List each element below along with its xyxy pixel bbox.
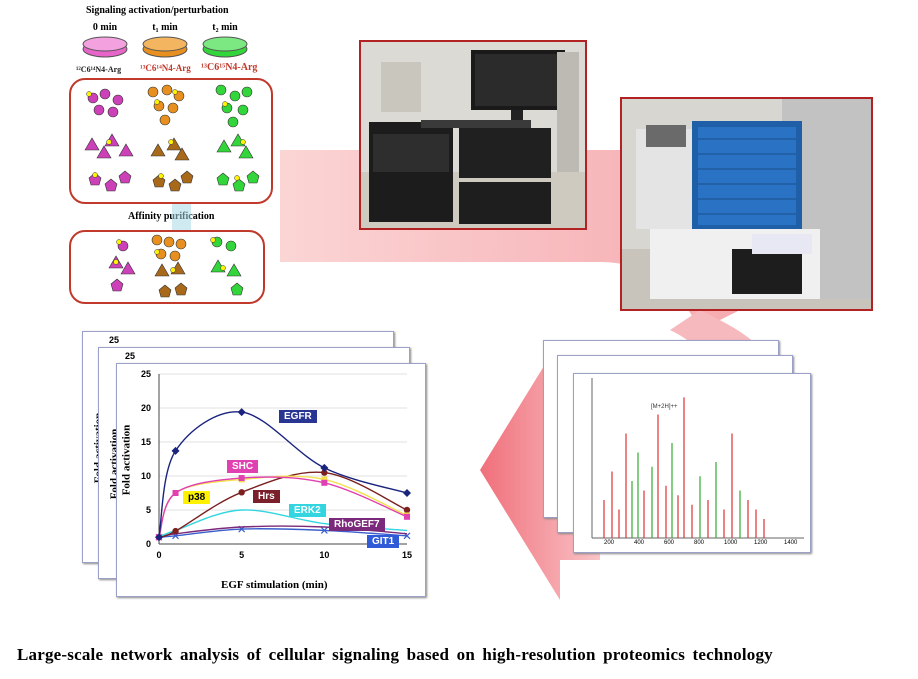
back-ytick: 25: [109, 335, 120, 345]
data-point-SHC: [238, 475, 245, 482]
chart-frame-front: 0 5 10 15 20 25 0 5 10 15 Fold activation EGF sti…: [116, 363, 426, 597]
isotope-label-heavy: ¹³C6¹⁵N4-Arg: [201, 62, 258, 73]
series-label-p38: p38: [183, 491, 211, 504]
data-point-EGFR: [155, 533, 163, 542]
lc-instrument-photo: [359, 40, 587, 230]
chart-ylabel: Fold activation: [120, 424, 133, 496]
y-tick-label: 25: [141, 369, 151, 379]
spectrum-xtick: 1200: [754, 540, 768, 546]
data-point-SHC: [404, 513, 410, 520]
series-label-ERK2: ERK2: [289, 504, 326, 517]
data-point-Hrs: [172, 527, 179, 535]
dish-time: t₂ min: [212, 22, 238, 33]
x-tick-label: 5: [239, 550, 244, 560]
series-label-RhoGEF7: RhoGEF7: [329, 518, 385, 531]
y-tick-label: 20: [141, 403, 151, 413]
data-point-Hrs: [238, 489, 245, 496]
dish-time: 0 min: [92, 22, 118, 33]
dish-0: 0 min: [80, 22, 130, 64]
series-label-SHC: SHC: [227, 460, 259, 473]
series-label-EGFR: EGFR: [279, 410, 317, 423]
mid-ytick: 25: [125, 351, 136, 361]
ms-ms-spectrum: [591, 378, 804, 539]
x-tick-label: 10: [319, 550, 329, 560]
affinity-label: Affinity purification: [128, 211, 214, 222]
data-point-SHC: [321, 479, 328, 486]
series-line-GIT1: [158, 528, 408, 538]
isotope-label-medium: ¹³C6¹⁴N4-Arg: [140, 63, 191, 73]
figure-caption: Large-scale network analysis of cellular…: [17, 645, 773, 664]
lc-instrument-illustration: [361, 42, 585, 228]
x-tick-label: 15: [402, 550, 412, 560]
series-label-GIT1: GIT1: [367, 535, 400, 548]
dish-1: t₁ min: [140, 22, 190, 64]
spectrum-xtick: 600: [664, 540, 675, 546]
spectrum-precursor-label: [M+2H]++: [651, 404, 678, 410]
data-point-EGFR: [171, 446, 180, 455]
data-point-Hrs: [321, 469, 328, 476]
data-point-p38: [321, 476, 328, 483]
data-point-SHC: [172, 490, 179, 496]
spectrum-xtick: 1000: [724, 540, 738, 546]
y-tick-label: 5: [146, 505, 151, 515]
dish-time: t₁ min: [152, 22, 178, 33]
chart-xlabel: EGF stimulation (min): [221, 579, 328, 591]
series-line-SHC: [158, 476, 408, 538]
data-point-GIT1: [320, 526, 328, 534]
data-point-EGFR: [320, 463, 329, 472]
spectrum-xtick: 1400: [784, 540, 798, 546]
spectrum-xtick: 800: [694, 540, 705, 546]
data-point-Hrs: [403, 506, 411, 514]
affinity-highlight: [172, 204, 191, 232]
dish-2: t₂ min: [200, 22, 250, 64]
spectrum-xtick: 200: [604, 540, 615, 546]
purified-protein-shapes: [108, 234, 244, 298]
y-tick-label: 15: [141, 437, 151, 447]
mass-spectrometer-illustration: [622, 99, 871, 309]
y-tick-label: 10: [141, 471, 151, 481]
cell-lysate-panel: [69, 78, 273, 204]
workflow-title: Signaling activation/perturbation: [86, 5, 229, 16]
data-point-EGFR: [403, 489, 411, 497]
series-line-Hrs: [158, 471, 408, 538]
data-point-EGFR: [237, 408, 246, 417]
fold-activation-chart: 0 5 10 15 20 25 0 5 10 15: [141, 369, 412, 560]
spectrum-frame-front: [M+2H]++ 200 400 600 800 1000 1200 1400: [573, 373, 811, 553]
spectrum-xtick: 400: [634, 540, 645, 546]
purified-panel: [69, 230, 265, 304]
protein-shapes: [84, 84, 260, 192]
y-tick-label: 0: [146, 539, 151, 549]
x-tick-label: 0: [156, 550, 161, 560]
series-label-Hrs: Hrs: [253, 490, 280, 503]
isotope-label-light: ¹²C6¹⁴N4-Arg: [76, 65, 122, 74]
mass-spectrometer-photo: [620, 97, 873, 311]
affinity-text: Affinity purification: [128, 211, 214, 222]
